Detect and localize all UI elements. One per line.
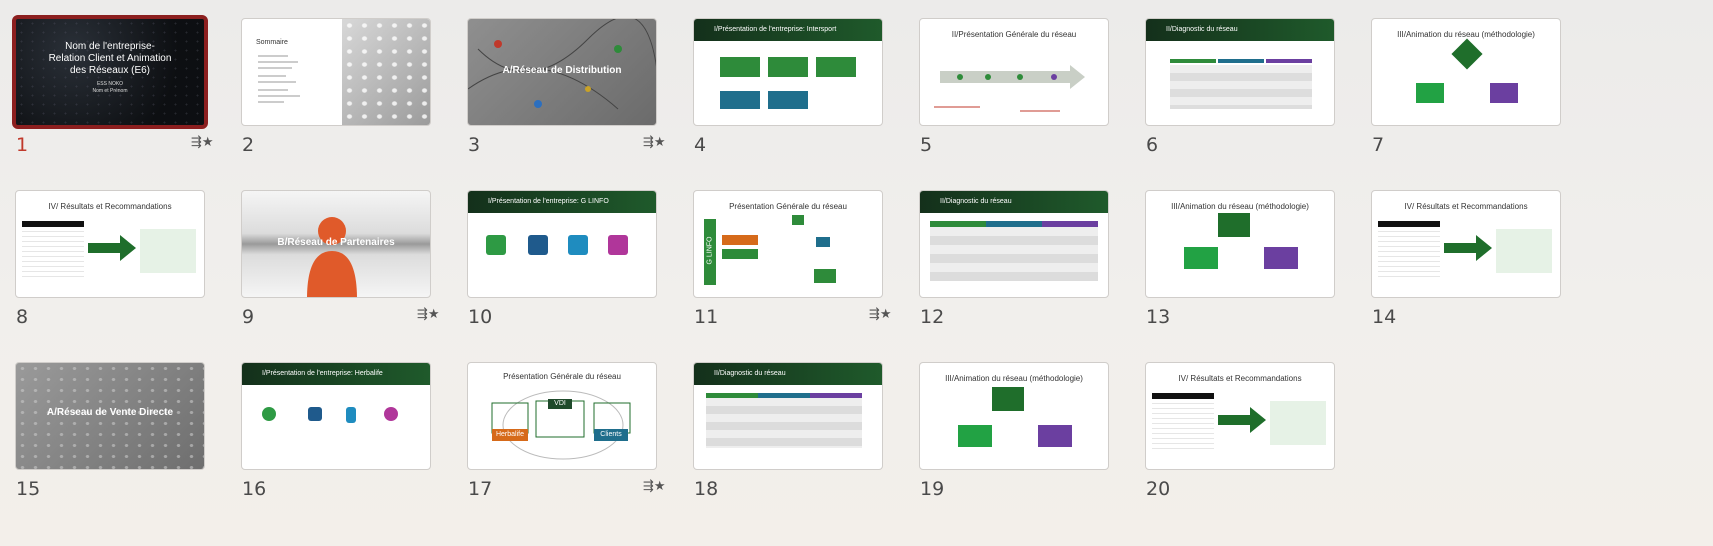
animation-icon: ⇶★ (643, 479, 666, 494)
slide-number: 7 (1372, 134, 1385, 156)
slide-6[interactable]: II/Diagnostic du réseau 6 (1145, 18, 1335, 156)
slide-subtitle: ESS NOKO (96, 81, 124, 87)
slide-5[interactable]: II/Présentation Générale du réseau 5 (919, 18, 1109, 156)
slide-title: III/Animation du réseau (méthodologie) (1397, 30, 1535, 39)
slide-thumbnail[interactable]: III/Animation du réseau (méthodologie) (919, 362, 1109, 470)
slide-thumbnail[interactable]: Présentation Générale du réseau VDI Herb… (467, 362, 657, 470)
slide-title: Sommaire (256, 39, 288, 46)
animation-icon: ⇶★ (191, 135, 214, 150)
slide-18[interactable]: II/Diagnostic du réseau 18 (693, 362, 883, 500)
slide-thumbnail[interactable]: III/Animation du réseau (méthodologie) (1145, 190, 1335, 298)
animation-icon: ⇶★ (417, 307, 440, 322)
slide-number: 14 (1372, 306, 1397, 328)
slide-thumbnail[interactable]: I/Présentation de l'entreprise: Herbalif… (241, 362, 431, 470)
herbalife-label: Herbalife (492, 429, 528, 441)
slide-number: 18 (694, 478, 719, 500)
slide-number: 17 (468, 478, 493, 500)
slide-thumbnail[interactable]: II/Diagnostic du réseau (919, 190, 1109, 298)
slide-thumbnail[interactable]: III/Animation du réseau (méthodologie) (1371, 18, 1561, 126)
slide-10[interactable]: I/Présentation de l'entreprise: G LINFO … (467, 190, 657, 328)
slide-number: 9 (242, 306, 255, 328)
cycle-diagram (491, 390, 631, 460)
slide-thumbnail[interactable]: I/Présentation de l'entreprise: Interspo… (693, 18, 883, 126)
slide-16[interactable]: I/Présentation de l'entreprise: Herbalif… (241, 362, 431, 500)
slide-title: III/Animation du réseau (méthodologie) (1171, 202, 1309, 211)
slide-17[interactable]: Présentation Générale du réseau VDI Herb… (467, 362, 666, 500)
slide-13[interactable]: III/Animation du réseau (méthodologie) 1… (1145, 190, 1335, 328)
slide-number: 4 (694, 134, 707, 156)
slide-number: 15 (16, 478, 41, 500)
slide-3[interactable]: A/Réseau de Distribution 3 ⇶★ (467, 18, 666, 156)
slide-1[interactable]: Nom de l'entreprise- Relation Client et … (12, 15, 214, 156)
slide-title: A/Réseau de Vente Directe (46, 407, 174, 418)
slide-8[interactable]: IV/ Résultats et Recommandations 8 (15, 190, 205, 328)
slide-title: A/Réseau de Distribution (502, 65, 622, 76)
slide-title: II/Diagnostic du réseau (940, 198, 1012, 205)
slide-thumbnail[interactable]: I/Présentation de l'entreprise: G LINFO (467, 190, 657, 298)
slide-number: 8 (16, 306, 29, 328)
slide-thumbnail[interactable]: IV/ Résultats et Recommandations (1145, 362, 1335, 470)
slide-number: 1 (16, 134, 29, 156)
slide-12[interactable]: II/Diagnostic du réseau 12 (919, 190, 1109, 328)
slide-4[interactable]: I/Présentation de l'entreprise: Interspo… (693, 18, 883, 156)
slide-number: 19 (920, 478, 945, 500)
slide-thumbnail[interactable]: A/Réseau de Vente Directe (15, 362, 205, 470)
slide-title: B/Réseau de Partenaires (277, 237, 395, 248)
slide-15[interactable]: A/Réseau de Vente Directe 15 (15, 362, 205, 500)
slide-thumbnail[interactable]: II/Diagnostic du réseau (693, 362, 883, 470)
slide-thumbnail[interactable]: IV/ Résultats et Recommandations (15, 190, 205, 298)
slide-7[interactable]: III/Animation du réseau (méthodologie) 7 (1371, 18, 1561, 156)
vdi-label: VDI (548, 399, 572, 409)
slide-title: IV/ Résultats et Recommandations (48, 202, 172, 211)
slide-11[interactable]: Présentation Générale du réseau G LINFO … (693, 190, 892, 328)
slide-thumbnail[interactable]: Nom de l'entreprise- Relation Client et … (12, 15, 208, 129)
slide-number: 20 (1146, 478, 1171, 500)
slide-number: 2 (242, 134, 255, 156)
slide-thumbnail[interactable]: B/Réseau de Partenaires (241, 190, 431, 298)
slide-title: III/Animation du réseau (méthodologie) (945, 374, 1083, 383)
slide-title: IV/ Résultats et Recommandations (1404, 202, 1528, 211)
slide-thumbnail[interactable]: II/Présentation Générale du réseau (919, 18, 1109, 126)
network-image (468, 19, 656, 110)
slide-9[interactable]: B/Réseau de Partenaires 9 ⇶★ (241, 190, 440, 328)
slide-number: 13 (1146, 306, 1171, 328)
clients-label: Clients (594, 429, 628, 441)
slide-author: Nom et Prénom (92, 88, 128, 94)
animation-icon: ⇶★ (643, 135, 666, 150)
slide-thumbnail[interactable]: IV/ Résultats et Recommandations (1371, 190, 1561, 298)
slide-thumbnail[interactable]: Sommaire (241, 18, 431, 126)
slide-title: II/Diagnostic du réseau (714, 370, 786, 377)
timeline-arrow (934, 65, 1085, 112)
slide-title: I/Présentation de l'entreprise: Interspo… (714, 26, 837, 33)
slide-number: 16 (242, 478, 267, 500)
slide-title: IV/ Résultats et Recommandations (1178, 374, 1302, 383)
slide-thumbnail[interactable]: II/Diagnostic du réseau (1145, 18, 1335, 126)
slide-number: 3 (468, 134, 481, 156)
slide-number: 11 (694, 306, 719, 328)
slide-19[interactable]: III/Animation du réseau (méthodologie) 1… (919, 362, 1109, 500)
slide-number: 6 (1146, 134, 1159, 156)
slide-title: Nom de l'entreprise- Relation Client et … (48, 41, 172, 76)
slide-title: II/Diagnostic du réseau (1166, 26, 1238, 33)
slide-title: I/Présentation de l'entreprise: Herbalif… (262, 370, 383, 377)
animation-icon: ⇶★ (869, 307, 892, 322)
slide-2[interactable]: Sommaire 2 (241, 18, 431, 156)
slide-thumbnail[interactable]: A/Réseau de Distribution (467, 18, 657, 126)
slide-number: 5 (920, 134, 933, 156)
person-icon (307, 217, 357, 297)
slide-14[interactable]: IV/ Résultats et Recommandations 14 (1371, 190, 1561, 328)
slide-title: II/Présentation Générale du réseau (951, 30, 1077, 39)
side-label: G LINFO (706, 236, 714, 265)
slide-title: Présentation Générale du réseau (729, 202, 847, 211)
slide-number: 12 (920, 306, 945, 328)
slide-20[interactable]: IV/ Résultats et Recommandations 20 (1145, 362, 1335, 500)
slide-thumbnail[interactable]: Présentation Générale du réseau G LINFO (693, 190, 883, 298)
slide-number: 10 (468, 306, 493, 328)
slide-title: I/Présentation de l'entreprise: G LINFO (488, 198, 609, 205)
slide-title: Présentation Générale du réseau (503, 372, 621, 381)
